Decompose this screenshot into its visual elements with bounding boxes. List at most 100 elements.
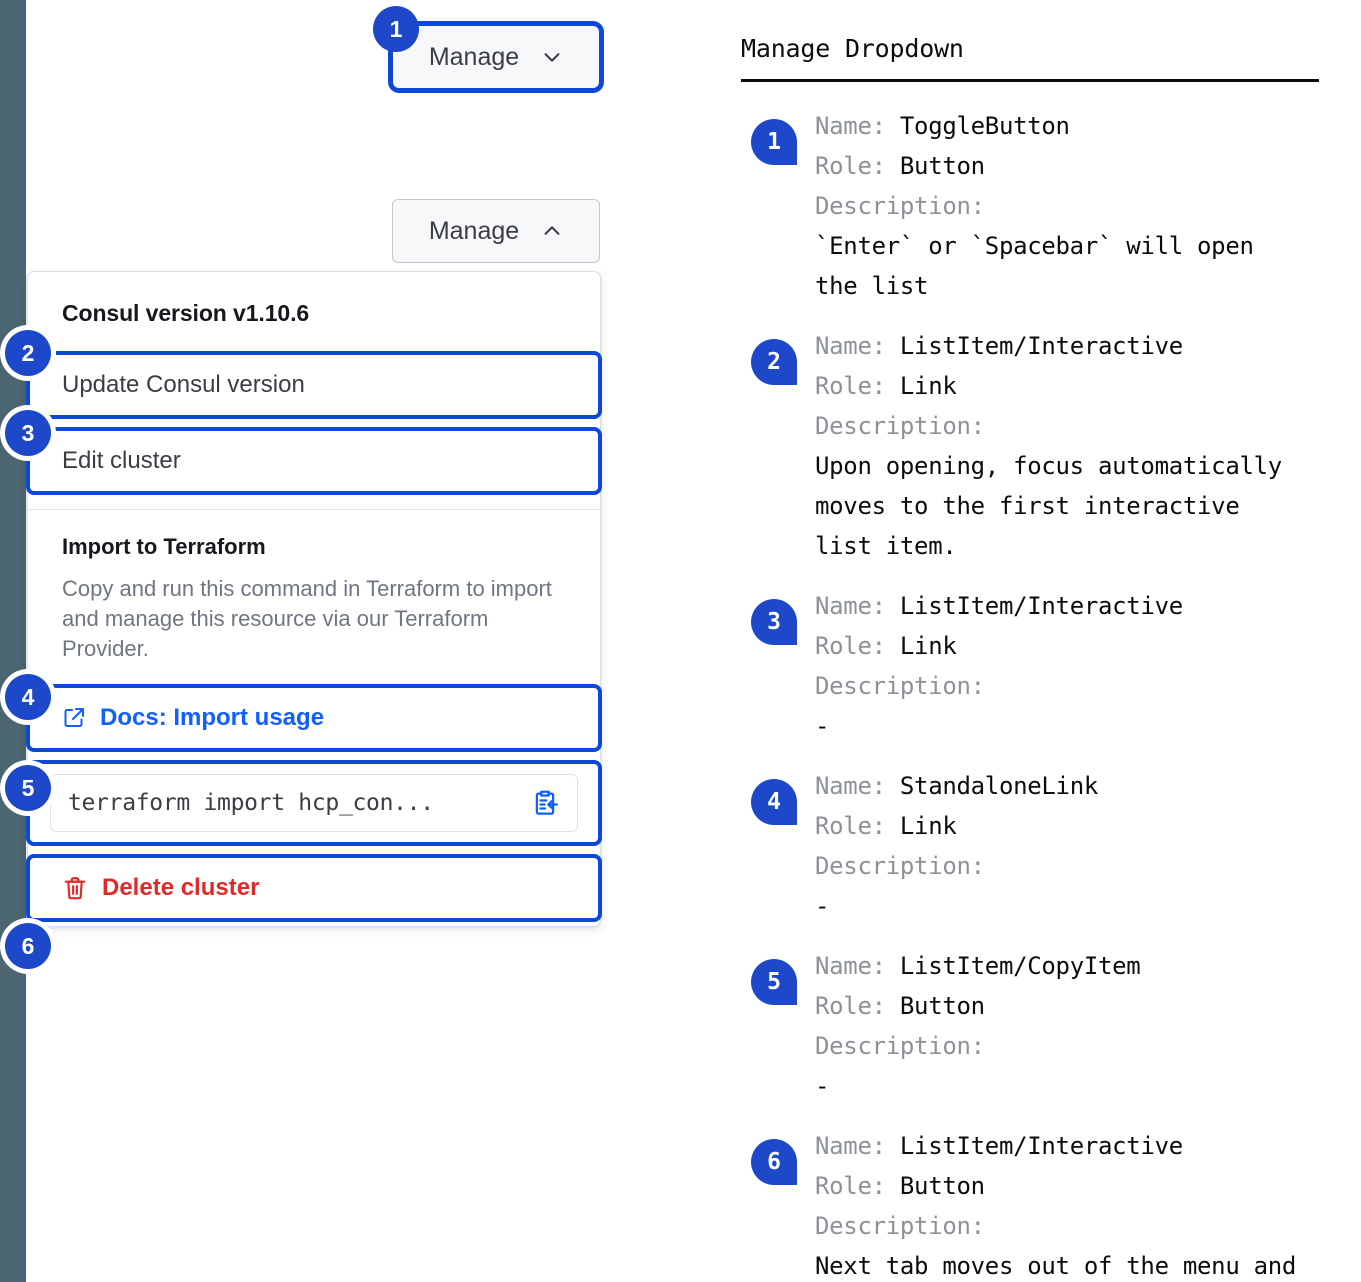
legend-title: Manage Dropdown [741, 34, 964, 63]
legend-name-value: StandaloneLink [899, 772, 1098, 800]
legend-name-label-line: Name: ListItem/Interactive [815, 586, 1321, 626]
manage-toggle-button-closed[interactable]: Manage [392, 25, 600, 89]
legend-description-label: Description: [815, 1032, 985, 1060]
legend-role-label-line: Role: Button [815, 146, 1321, 186]
legend-badge-4: 4 [751, 779, 797, 825]
legend-rule [741, 79, 1319, 82]
legend-name-label-line: Name: ToggleButton [815, 106, 1321, 146]
manage-toggle-button-open[interactable]: Manage [392, 199, 600, 263]
terraform-command-box[interactable]: terraform import hcp_con... [50, 773, 578, 832]
terraform-command-value: terraform import hcp_con... [68, 789, 434, 816]
legend-description-value: Upon opening, focus automatically moves … [815, 452, 1282, 560]
legend-role-value: Link [899, 632, 957, 660]
legend-role-value: Link [899, 812, 957, 840]
legend-description-value: - [815, 1072, 830, 1100]
chevron-up-icon [541, 220, 563, 242]
legend-description-value: `Enter` or `Spacebar` will open the list [815, 232, 1254, 300]
edit-cluster-item[interactable]: Edit cluster [26, 427, 602, 495]
terraform-command-copy-item[interactable]: terraform import hcp_con... [26, 759, 602, 846]
docs-import-usage-link[interactable]: Docs: Import usage [26, 683, 602, 752]
legend-role-label: Role: [815, 152, 886, 180]
chevron-down-icon [541, 46, 563, 68]
legend-badge-2: 2 [751, 339, 797, 385]
legend-name-label-line: Name: ListItem/Interactive [815, 1126, 1321, 1166]
legend-role-label: Role: [815, 372, 886, 400]
edit-cluster-label: Edit cluster [62, 447, 181, 474]
manage-dropdown-demo: Manage 1 Manage Consul version v1.10.6 U… [0, 0, 680, 1282]
legend-description-label-line: Description: [815, 406, 1321, 446]
legend-name-label: Name: [815, 112, 886, 140]
legend-description-label-line: Description: [815, 1026, 1321, 1066]
legend-role-value: Button [899, 1172, 985, 1200]
legend-role-value: Link [899, 372, 957, 400]
delete-cluster-label: Delete cluster [102, 873, 260, 901]
legend-name-value: ListItem/Interactive [899, 592, 1183, 620]
legend-name-value: ListItem/CopyItem [899, 952, 1141, 980]
legend-description-label-line: Description: [815, 1206, 1321, 1246]
legend-description-label-line: Description: [815, 186, 1321, 226]
marker-3-edit-cluster: 3 [5, 410, 51, 456]
update-consul-version-label: Update Consul version [62, 371, 305, 398]
legend-role-label: Role: [815, 632, 886, 660]
legend-name-label: Name: [815, 772, 886, 800]
legend-role-label-line: Role: Link [815, 626, 1321, 666]
legend-badge-1: 1 [751, 119, 797, 165]
legend-role-label-line: Role: Link [815, 806, 1321, 846]
legend-name-value: ListItem/Interactive [899, 332, 1183, 360]
dropdown-divider [28, 509, 600, 510]
legend-description-label: Description: [815, 852, 985, 880]
trash-icon [62, 875, 88, 901]
manage-toggle-label-closed: Manage [428, 42, 520, 71]
legend-role-label: Role: [815, 1172, 886, 1200]
legend-badge-col: 4 [741, 766, 815, 926]
manage-dropdown-panel: Consul version v1.10.6 Update Consul ver… [26, 271, 602, 927]
legend-role-label: Role: [815, 812, 886, 840]
delete-cluster-item[interactable]: Delete cluster [26, 853, 602, 922]
legend-role-label: Role: [815, 992, 886, 1020]
marker-5-copy-item: 5 [5, 765, 51, 811]
legend-description-value: - [815, 892, 830, 920]
marker-2-update-version: 2 [5, 330, 51, 376]
docs-import-usage-label: Docs: Import usage [100, 703, 325, 731]
marker-4-docs-link: 4 [5, 674, 51, 720]
marker-1-toggle: 1 [373, 6, 419, 52]
legend-name-label-line: Name: ListItem/CopyItem [815, 946, 1321, 986]
legend-badge-col: 5 [741, 946, 815, 1106]
manage-toggle-label-open: Manage [428, 216, 520, 245]
legend-role-label-line: Role: Button [815, 986, 1321, 1026]
legend-badge-col: 3 [741, 586, 815, 746]
legend-name-label-line: Name: ListItem/Interactive [815, 326, 1321, 366]
update-consul-version-item[interactable]: Update Consul version [26, 351, 602, 419]
external-link-icon [62, 706, 86, 730]
legend-name-label: Name: [815, 592, 886, 620]
legend-badge-3: 3 [751, 599, 797, 645]
legend-description-label-line: Description: [815, 666, 1321, 706]
import-to-terraform-title: Import to Terraform [62, 534, 266, 559]
legend-name-label-line: Name: StandaloneLink [815, 766, 1321, 806]
legend-role-value: Button [899, 152, 985, 180]
legend-role-value: Button [899, 992, 985, 1020]
clipboard-copy-icon[interactable] [530, 788, 560, 818]
consul-version-heading: Consul version v1.10.6 [62, 300, 310, 326]
legend-badge-col: 2 [741, 326, 815, 566]
legend-badge-5: 5 [751, 959, 797, 1005]
legend-badge-col: 1 [741, 106, 815, 306]
legend-badge-6: 6 [751, 1139, 797, 1185]
legend-name-label: Name: [815, 332, 886, 360]
legend-description-value: - [815, 712, 830, 740]
legend-description-value: Next tab moves out of the menu and to th… [815, 1252, 1297, 1280]
legend-name-value: ListItem/Interactive [899, 1132, 1183, 1160]
